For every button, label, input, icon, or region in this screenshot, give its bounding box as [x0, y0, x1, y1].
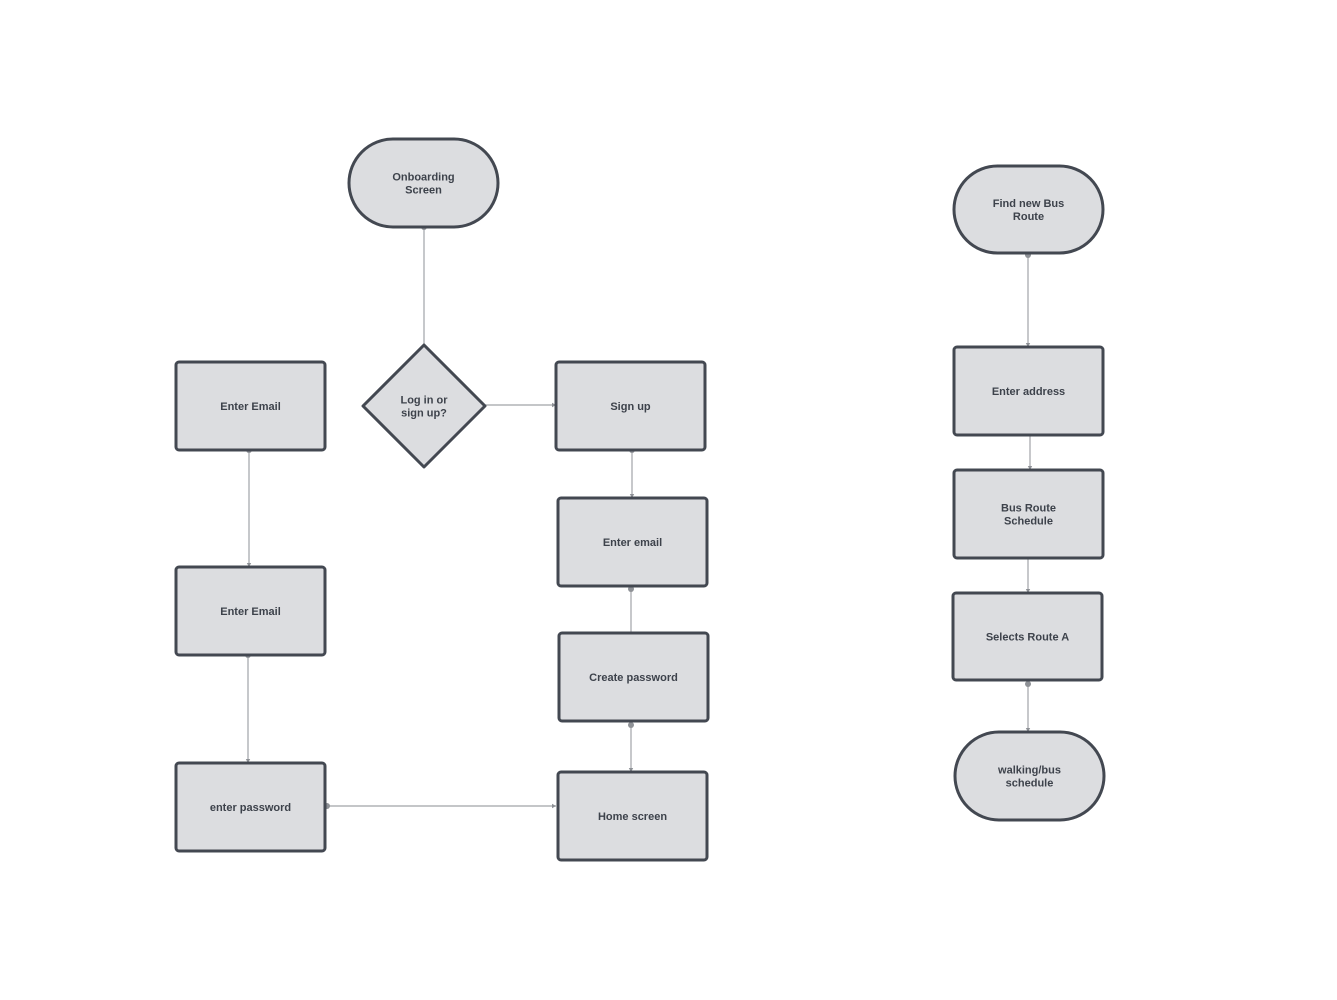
node-label: Log in or: [400, 395, 448, 407]
node-label: Enter Email: [220, 606, 281, 618]
process-shape: [556, 496, 709, 588]
node-label: Schedule: [1004, 516, 1053, 528]
arrowhead-icon: [1025, 343, 1031, 347]
process-shape: [557, 631, 710, 723]
process-shape: [952, 345, 1105, 437]
terminal-shape: [952, 164, 1105, 255]
node-label: walking/bus: [997, 765, 1061, 777]
node-create-password[interactable]: Create password: [557, 631, 710, 723]
connector-enter-email-1-to-enter-email-2: [246, 447, 252, 567]
connector-sign-up-to-enter-email-signup: [629, 447, 635, 498]
arrowhead-icon: [246, 563, 252, 567]
terminal-shape: [953, 730, 1106, 822]
connector-selects-route-a-to-walking-bus-schedule: [1025, 681, 1031, 732]
node-label: Find new Bus: [993, 198, 1065, 210]
decision-shape: [361, 343, 487, 469]
node-label: sign up?: [401, 408, 447, 420]
node-sign-up[interactable]: Sign up: [554, 360, 707, 452]
connector-login-signup-to-sign-up: [485, 402, 556, 408]
process-shape: [174, 565, 327, 657]
connector-onboarding-to-login-signup: [421, 224, 427, 345]
arrowhead-icon: [629, 494, 635, 498]
connectors-layer: [245, 224, 1033, 809]
arrowhead-icon: [552, 402, 556, 408]
node-label: Screen: [405, 185, 442, 197]
node-label: Sign up: [610, 401, 651, 413]
connector-start-dot: [628, 722, 634, 728]
arrowhead-icon: [628, 768, 634, 772]
arrowhead-icon: [1025, 728, 1031, 732]
connector-enter-password-to-home-screen: [324, 803, 556, 809]
arrowhead-icon: [1027, 466, 1033, 470]
arrowhead-icon: [552, 803, 556, 809]
connector-enter-email-2-to-enter-password: [245, 652, 251, 763]
node-label: Enter email: [603, 537, 662, 549]
arrowhead-icon: [245, 759, 251, 763]
connector-start-dot: [1025, 681, 1031, 687]
process-shape: [556, 770, 709, 862]
process-shape: [174, 360, 327, 452]
node-label: enter password: [210, 802, 291, 814]
node-label: schedule: [1006, 778, 1054, 790]
node-enter-password[interactable]: enter password: [174, 761, 327, 853]
node-home-screen[interactable]: Home screen: [556, 770, 709, 862]
node-label: Create password: [589, 672, 678, 684]
terminal-shape: [347, 137, 500, 229]
node-enter-email-2[interactable]: Enter Email: [174, 565, 327, 657]
arrowhead-icon: [1025, 589, 1031, 593]
node-label: Enter Email: [220, 401, 281, 413]
node-label: Onboarding: [392, 172, 454, 184]
connector-enter-email-signup-to-create-password: [628, 586, 634, 633]
process-shape: [174, 761, 327, 853]
connector-create-password-to-home-screen: [628, 722, 634, 772]
node-selects-route-a[interactable]: Selects Route A: [951, 591, 1104, 682]
process-shape: [554, 360, 707, 452]
node-enter-email-signup[interactable]: Enter email: [556, 496, 709, 588]
node-enter-address[interactable]: Enter address: [952, 345, 1105, 437]
node-label: Route: [1013, 211, 1044, 223]
node-label: Enter address: [992, 386, 1065, 398]
process-shape: [951, 591, 1104, 682]
node-label: Home screen: [598, 811, 667, 823]
process-shape: [952, 468, 1105, 560]
node-label: Selects Route A: [986, 632, 1069, 644]
node-label: Bus Route: [1001, 503, 1056, 515]
node-enter-email-1[interactable]: Enter Email: [174, 360, 327, 452]
connector-find-bus-route-to-enter-address: [1025, 252, 1031, 347]
